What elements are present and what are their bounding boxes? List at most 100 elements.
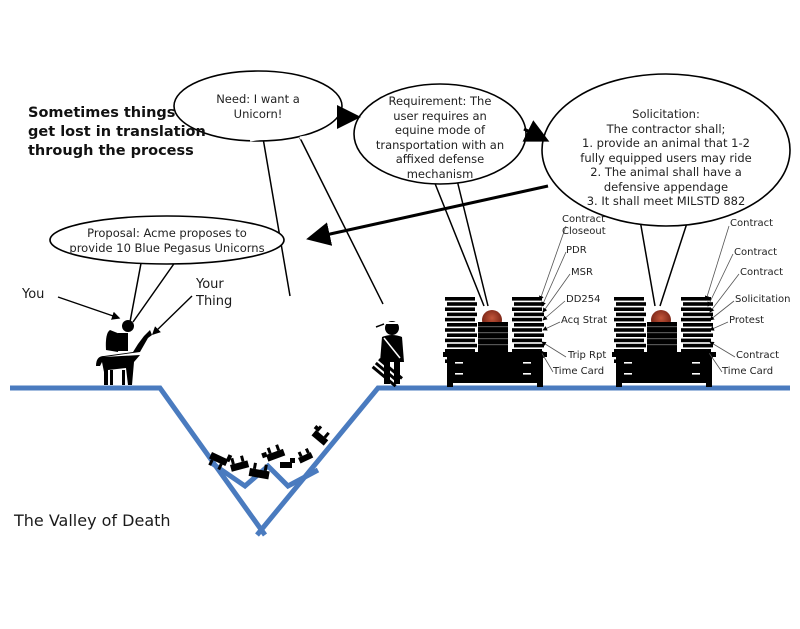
- valley-of-death-label: The Valley of Death: [14, 511, 171, 530]
- paper-sheet: [614, 317, 644, 322]
- desk-with-paper-stacks-1: [443, 297, 547, 387]
- leader-line: [542, 300, 566, 321]
- paper-sheet: [681, 338, 711, 343]
- paper-sheet: [478, 326, 508, 328]
- leader-line: [707, 253, 734, 307]
- solicitation-text: Solicitation: The contractor shall; 1. p…: [566, 107, 766, 209]
- solicitation-line: fully equipped users may ride: [580, 150, 752, 165]
- paper-sheet: [616, 323, 646, 327]
- pointer-arrows: [57, 295, 193, 335]
- your-thing-line: Your: [196, 277, 224, 292]
- paper-sheet: [478, 344, 508, 346]
- paper-sheet: [512, 349, 542, 353]
- label-line: Contract: [562, 214, 606, 225]
- desk2-label-solicitation: Solicitation: [735, 294, 791, 305]
- leader-line: [539, 349, 554, 373]
- proposal-text: Proposal: Acme proposes to provide 10 Bl…: [62, 226, 272, 255]
- desk1-label-dd254: DD254: [566, 294, 601, 305]
- leader-line: [542, 321, 561, 331]
- paper-sheet: [445, 338, 475, 343]
- requirement-line: Requirement: The: [388, 94, 492, 108]
- solicitation-line: The contractor shall;: [606, 121, 726, 136]
- paper-sheet: [445, 328, 475, 332]
- requirement-line: mechanism: [406, 166, 474, 181]
- desk2-label-contract-3: Contract: [740, 267, 784, 278]
- drawer-handle: [523, 362, 531, 364]
- desk-top: [443, 352, 547, 357]
- your-thing-label: Your Thing: [196, 276, 232, 310]
- desk-leg: [447, 383, 453, 387]
- paper-sheet: [447, 343, 477, 348]
- paper-sheet: [683, 333, 713, 337]
- desk-leg: [616, 383, 622, 387]
- fallen-unicorns: [208, 425, 330, 480]
- paper-sheet: [445, 317, 475, 322]
- paper-sheet: [683, 343, 713, 348]
- paper-sheet: [478, 338, 508, 340]
- paper-sheet: [683, 312, 713, 317]
- paper-stack: [445, 297, 477, 363]
- soldier-icon: [371, 321, 404, 388]
- paper-sheet: [681, 307, 711, 311]
- leader-line: [704, 225, 730, 301]
- desk-body: [447, 357, 543, 383]
- leader-line: [709, 273, 740, 313]
- paper-sheet: [681, 317, 711, 322]
- leader-line: [709, 341, 736, 358]
- desk1-label-acq-strat: Acq Strat: [561, 315, 608, 326]
- paper-sheet: [614, 328, 644, 332]
- solicitation-line: Solicitation:: [632, 107, 700, 121]
- drawer-handle: [455, 373, 463, 375]
- headline: Sometimes things get lost in translation…: [28, 104, 206, 161]
- desk1-label-trip-rpt: Trip Rpt: [568, 350, 607, 361]
- paper-sheet: [616, 333, 646, 337]
- paper-sheet: [614, 297, 644, 301]
- document-leader-lines: [539, 225, 740, 373]
- paper-sheet: [681, 328, 711, 332]
- paper-sheet: [514, 333, 544, 337]
- desk-body: [616, 357, 712, 383]
- paper-sheet: [614, 349, 644, 353]
- solicitation-bubble: [541, 73, 791, 307]
- paper-sheet: [447, 323, 477, 327]
- need-line: Unicorn!: [233, 106, 283, 121]
- leader-line: [541, 251, 567, 307]
- drawer-handle: [455, 362, 463, 364]
- proposal-line: Proposal: Acme proposes to: [87, 226, 247, 240]
- need-text: Need: I want a Unicorn!: [186, 92, 330, 121]
- paper-sheet: [445, 349, 475, 353]
- paper-sheet: [512, 317, 542, 322]
- paper-sheet: [681, 349, 711, 353]
- desk2-label-contract-1: Contract: [730, 218, 774, 229]
- desk-leg: [537, 383, 543, 387]
- you-label: You: [22, 287, 45, 302]
- desk2-label-contract-2: Contract: [734, 247, 778, 258]
- solicitation-line: 1. provide an animal that 1-2: [582, 136, 750, 150]
- desk1-label-pdr: PDR: [566, 245, 587, 256]
- desk-top: [612, 352, 716, 357]
- drawer-handle: [692, 373, 700, 375]
- leader-line: [709, 300, 735, 321]
- drawer-handle: [523, 373, 531, 375]
- headline-line: get lost in translation: [28, 124, 206, 140]
- paper-sheet: [445, 297, 475, 301]
- label-line: Closeout: [562, 226, 606, 237]
- leader-line: [539, 225, 567, 301]
- paper-sheet: [514, 343, 544, 348]
- your-thing-line: Thing: [196, 294, 233, 309]
- paper-sheet: [616, 312, 646, 317]
- desk2-label-contract-4: Contract: [736, 350, 780, 361]
- requirement-line: user requires an: [393, 108, 487, 123]
- paper-sheet: [683, 302, 713, 306]
- leader-line: [709, 321, 729, 331]
- requirement-line: affixed defense: [395, 152, 485, 166]
- requirement-text: Requirement: The user requires an equine…: [362, 94, 518, 181]
- requirement-line: equine mode of: [394, 123, 486, 137]
- paper-sheet: [647, 326, 677, 328]
- drawer-handle: [692, 362, 700, 364]
- paper-sheet: [614, 307, 644, 311]
- paper-sheet: [647, 332, 677, 334]
- paper-sheet: [512, 297, 542, 301]
- rider-on-unicorn-icon: [96, 320, 152, 385]
- drawer-handle: [624, 373, 632, 375]
